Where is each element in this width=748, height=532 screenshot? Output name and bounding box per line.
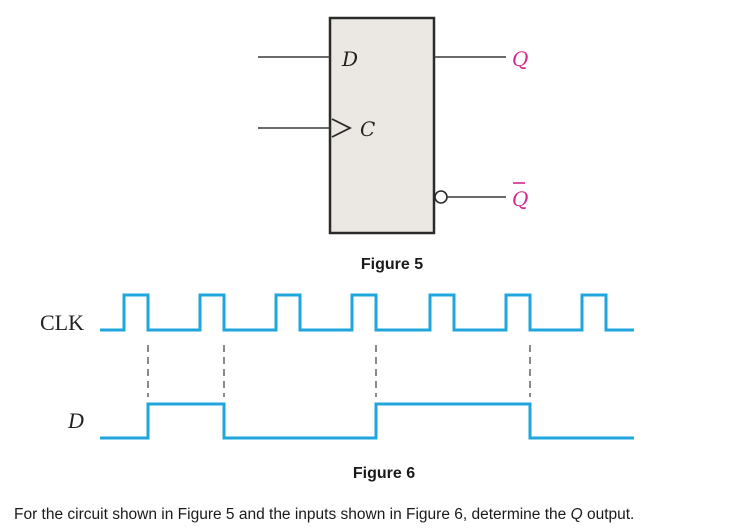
question-variable: Q bbox=[570, 506, 583, 523]
question-text-before: For the circuit shown in Figure 5 and th… bbox=[14, 506, 571, 523]
c-pin-label: C bbox=[360, 117, 375, 141]
question-text: For the circuit shown in Figure 5 and th… bbox=[14, 506, 744, 524]
d-waveform bbox=[100, 402, 634, 440]
clk-waveform bbox=[100, 293, 634, 332]
q-bar-output-label: Q bbox=[512, 187, 528, 211]
d-flip-flop-symbol: D C Q Q bbox=[258, 16, 528, 235]
d-pin-label: D bbox=[341, 47, 358, 71]
clk-signal-label: CLK bbox=[40, 310, 84, 335]
q-output-label: Q bbox=[512, 47, 528, 71]
d-signal-label: D bbox=[67, 408, 84, 433]
figure-6-caption: Figure 6 bbox=[353, 465, 415, 482]
clock-edge-triangle bbox=[331, 118, 353, 138]
flip-flop-body bbox=[328, 16, 436, 235]
question-text-after: output. bbox=[582, 506, 635, 523]
q-bar-inversion-bubble bbox=[434, 190, 448, 204]
clock-edge-guides bbox=[147, 345, 531, 397]
figure-5-caption: Figure 5 bbox=[361, 256, 423, 273]
